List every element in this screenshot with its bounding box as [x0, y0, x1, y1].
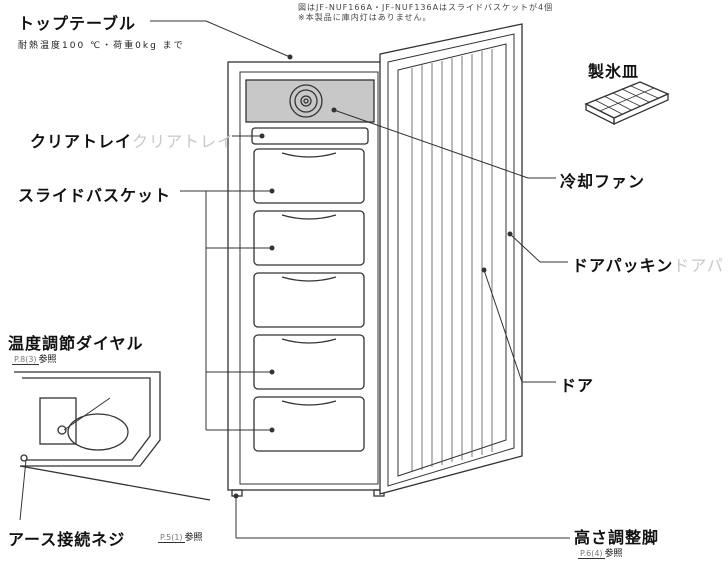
compressor-inset	[14, 371, 211, 501]
note-basket-count: 図はJF-NUF166A・JF-NUF136Aはスライドバスケットが4個	[298, 3, 554, 12]
door-packing-ghost-text: ドアパ	[673, 256, 724, 275]
label-slide-basket: スライドバスケット	[18, 186, 172, 205]
label-door: ドア	[560, 376, 595, 395]
clear-tray-text: クリアトレイ	[30, 132, 133, 151]
earth-screw-ref-page: P.5(1)	[158, 533, 185, 543]
label-earth-screw: アース接続ネジ	[8, 530, 126, 549]
earth-screw-ref-suffix: 参照	[184, 533, 203, 543]
clear-tray-ghost-text: クリアトレイ	[132, 132, 235, 151]
clear-tray-shape	[251, 127, 369, 145]
door-shape	[379, 23, 523, 495]
temp-dial-ref: P.8(3)参照	[12, 352, 57, 365]
freezer-inner-wall	[239, 71, 379, 485]
label-clear-tray: クリアトレイクリアトレイ	[30, 128, 234, 152]
label-door-packing: ドアパッキンドアパ	[572, 252, 724, 276]
label-top-table: トップテーブル	[18, 14, 137, 33]
door-packing-text: ドアパッキン	[572, 256, 674, 275]
fan-housing	[245, 79, 375, 123]
fan-icon	[289, 84, 323, 118]
earth-screw-ref: P.5(1)参照	[158, 530, 203, 543]
label-height-leg: 高さ調整脚	[574, 528, 660, 547]
height-leg-ref-suffix: 参照	[604, 549, 623, 559]
height-leg-ref-page: P.6(4)	[578, 549, 605, 559]
ice-tray-drawing	[584, 81, 670, 126]
note-no-interior-light: ※本製品に庫内灯はありません。	[298, 13, 432, 22]
label-cooling-fan: 冷却ファン	[560, 172, 646, 191]
temp-dial-ref-page: P.8(3)	[12, 355, 39, 365]
label-ice-tray: 製氷皿	[588, 62, 640, 81]
label-top-table-spec: 耐熱温度100 ℃・荷重0kg まで	[18, 41, 185, 51]
temp-dial-ref-suffix: 参照	[38, 355, 57, 365]
height-leg-ref: P.6(4)参照	[578, 546, 623, 559]
slide-baskets	[253, 148, 365, 452]
label-temp-dial: 温度調節ダイヤル	[8, 334, 144, 353]
